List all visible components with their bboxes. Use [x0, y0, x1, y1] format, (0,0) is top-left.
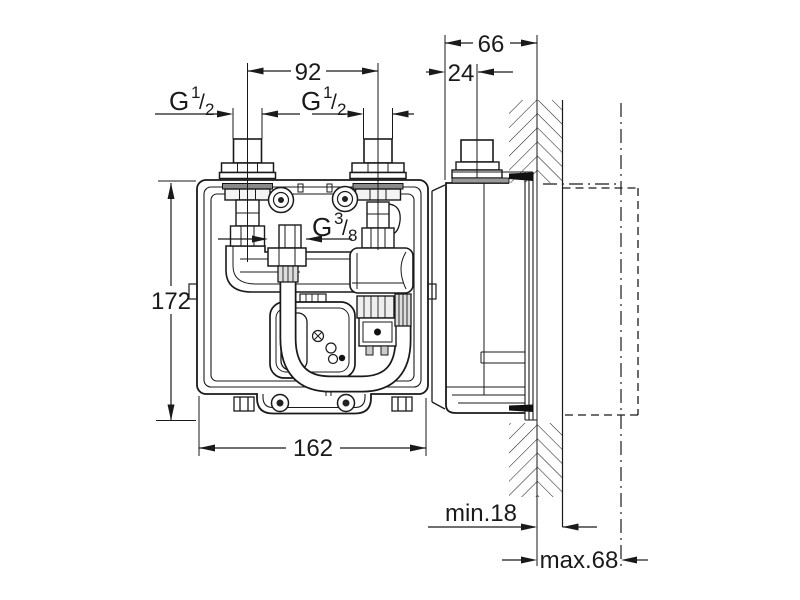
- seal-bottom: [509, 404, 533, 412]
- phantom-trim-outline: [543, 183, 639, 416]
- rail-notch-left: [297, 183, 304, 193]
- arrowhead: [521, 39, 537, 47]
- arrowhead: [410, 444, 426, 452]
- solenoid-valve: [356, 293, 412, 356]
- wall-hatch-bottom-right: [537, 423, 563, 497]
- connector-foot-1: [365, 345, 374, 356]
- extension-lines-front: [156, 63, 427, 456]
- side-tab-left: [188, 283, 198, 300]
- side-view: 66 24 min.18 max.68: [426, 31, 648, 574]
- dim-min18-label: min.18: [445, 500, 517, 527]
- dim-162-label: 162: [293, 435, 333, 462]
- thread-label-inlet-right: G 1 / 2: [301, 83, 414, 119]
- connector-foot-2: [380, 345, 389, 356]
- front-view: 92 G 1 / 2 G 1 / 2: [151, 59, 437, 462]
- solenoid-coil: [356, 295, 395, 319]
- dimension-max-wall: max.68: [502, 547, 648, 574]
- dimension-depth: 66: [445, 31, 537, 58]
- unit-screw-cross: [314, 332, 322, 340]
- dim-24-label: 24: [448, 60, 475, 87]
- mounting-washer-right: [331, 185, 359, 213]
- arrowhead: [262, 110, 278, 118]
- arrowhead: [621, 556, 637, 564]
- dim-92-label: 92: [295, 59, 322, 86]
- dim-max68-label: max.68: [540, 547, 619, 574]
- bottom-screw-right: [336, 393, 356, 413]
- foot-tab-left: [233, 396, 255, 412]
- dimension-port-spacing: 92: [247, 59, 378, 86]
- arrowhead: [392, 110, 409, 118]
- back-cover: [431, 184, 446, 410]
- outlet-fitting: [267, 224, 307, 283]
- seal-top: [509, 172, 533, 181]
- arrowhead: [445, 39, 461, 47]
- valve-body: [349, 247, 414, 294]
- arrowhead: [562, 523, 579, 531]
- internal-step: [480, 351, 525, 364]
- unit-led: [338, 354, 346, 362]
- unit-port-1: [325, 342, 337, 354]
- box-bowl-inner-line: [262, 394, 366, 409]
- thread-num: 1: [191, 83, 200, 102]
- thread-g: G: [301, 86, 321, 116]
- unit-screw: [311, 329, 325, 343]
- connector-pin: [374, 328, 381, 336]
- thread-label-outlet: G 3 / 8: [218, 209, 357, 245]
- mounting-washer-left: [267, 186, 295, 214]
- arrowhead: [521, 556, 537, 564]
- arrowhead: [521, 523, 537, 531]
- thread-den: 8: [348, 226, 357, 245]
- side-seal-band: [451, 177, 510, 184]
- thread-g: G: [169, 86, 189, 116]
- outlet-nut: [267, 247, 307, 267]
- arrowhead: [167, 183, 175, 199]
- extension-lines-side: [444, 35, 622, 566]
- arrowhead: [252, 235, 268, 243]
- dimension-height: 172: [151, 183, 191, 421]
- profile-outline: [445, 182, 525, 414]
- arrowhead: [306, 235, 322, 243]
- thread-slash: /: [331, 91, 337, 114]
- outlet-stub: [278, 224, 302, 249]
- arrowhead: [217, 110, 233, 118]
- dim-66-label: 66: [478, 31, 505, 58]
- arrowhead: [429, 68, 445, 76]
- arrowhead: [347, 110, 364, 118]
- rail-notch-right: [326, 183, 333, 193]
- wall-hatch-bottom-left: [509, 423, 537, 497]
- wall-hatch-top-left: [509, 100, 537, 183]
- thread-g: G: [312, 212, 332, 242]
- thread-num: 1: [323, 83, 332, 102]
- dim-172-label: 172: [151, 288, 191, 315]
- connector-inner: [362, 321, 393, 343]
- bottom-screw-left: [270, 393, 290, 413]
- wall-hatching: [509, 100, 564, 527]
- wall-plate: [452, 171, 537, 421]
- arrowhead: [167, 404, 175, 421]
- thread-den: 2: [205, 100, 214, 119]
- unit-port-2: [327, 353, 339, 365]
- thread-den: 2: [337, 100, 346, 119]
- wall-hatch-top-right: [537, 100, 563, 183]
- thread-label-inlet-left: G 1 / 2: [155, 83, 300, 119]
- unit-inner-line: [275, 307, 350, 373]
- valve-curve: [400, 251, 407, 290]
- arrowhead: [247, 67, 264, 75]
- valve-block: [349, 247, 414, 294]
- thread-slash: /: [342, 217, 348, 240]
- thread-num: 3: [334, 209, 343, 228]
- foot-tab-right: [391, 396, 413, 412]
- dimension-center-offset: 24: [426, 60, 513, 87]
- dimension-width: 162: [199, 435, 426, 462]
- dimension-min-wall: min.18: [428, 500, 597, 531]
- internal-bottom-lines: [446, 386, 525, 404]
- solenoid-connector: [358, 317, 397, 347]
- arrowhead: [478, 68, 494, 76]
- arrowhead: [199, 444, 215, 452]
- flexible-hose: [279, 280, 412, 393]
- box-outer-outline: [196, 179, 429, 415]
- thread-slash: /: [199, 91, 205, 114]
- arrowhead: [362, 67, 378, 75]
